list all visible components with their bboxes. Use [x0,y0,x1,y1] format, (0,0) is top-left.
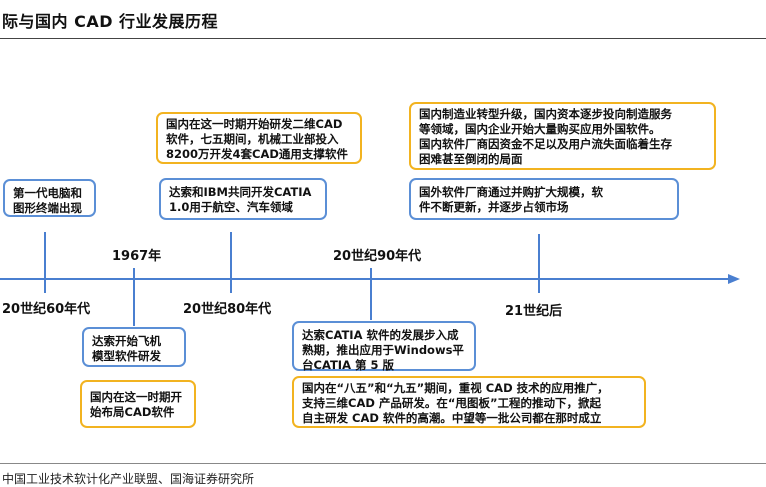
event-first-gen-computers: 第一代电脑和 图形终端出现 [3,179,96,217]
event-dassault-aircraft-software: 达索开始飞机 模型软件研发 [82,327,186,367]
timeline-arrow-head [728,274,740,284]
event-domestic-cad-layout: 国内在这一时期开 始布局CAD软件 [80,380,196,428]
era-label-21st-century: 21世纪后 [505,304,563,319]
event-domestic-8th-9th-five-year: 国内在“八五”和“九五”期间，重视 CAD 技术的应用推广， 支持三维CAD 产… [292,376,646,428]
era-label-1990s: 20世纪90年代 [333,249,422,264]
event-catia-mature: 达索CATIA 软件的发展步入成 熟期，推出应用于Windows平 台CATIA… [292,321,476,372]
era-label-1960s: 20世纪60年代 [2,302,91,317]
event-foreign-vendors-expand: 国外软件厂商通过并购扩大规模，软 件不断更新，并逐步占领市场 [409,178,679,220]
title-divider [0,38,766,39]
event-dassault-ibm-catia: 达索和IBM共同开发CATIA 1.0用于航空、汽车领域 [159,178,327,220]
event-domestic-2d-cad: 国内在这一时期开始研发二维CAD 软件，七五期间，机械工业部投入 8200万开发… [156,112,362,164]
era-label-1967: 1967年 [112,249,162,264]
event-domestic-transformation: 国内制造业转型升级，国内资本逐步投向制造服务 等领域，国内企业开始大量购买应用外… [409,102,716,170]
page-title: 际与国内 CAD 行业发展历程 [2,12,219,31]
era-label-1980s: 20世纪80年代 [183,302,272,317]
source-note: 中国工业技术软计化产业联盟、国海证券研究所 [2,472,255,486]
footer-divider [0,463,766,464]
